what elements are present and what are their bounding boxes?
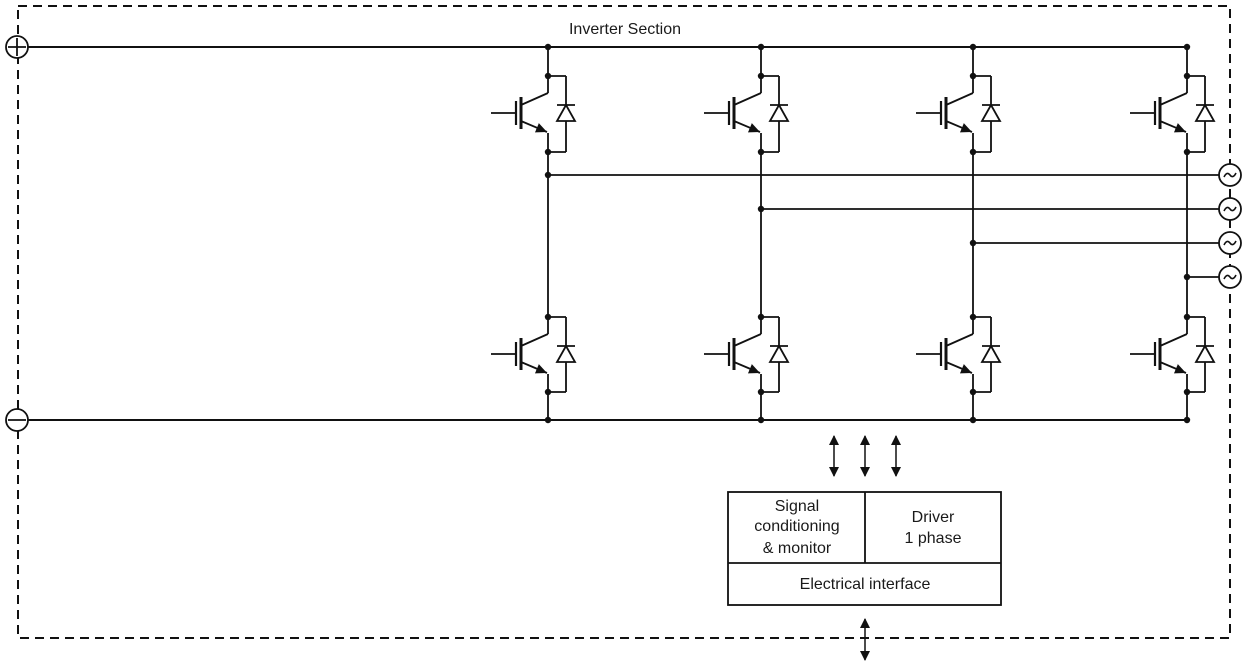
upper-igbt-3 — [916, 72, 1002, 156]
phase-leg-4 — [1183, 43, 1219, 424]
upper-igbt-2 — [704, 72, 790, 156]
driver-block: Driver 1 phase — [905, 509, 962, 547]
signal-conditioning-block: Signal conditioning & monitor — [754, 498, 839, 557]
section-boundary — [17, 5, 1231, 639]
lower-igbt-2 — [704, 313, 790, 396]
lower-igbt-4 — [1130, 313, 1216, 396]
electrical-interface-label: Electrical interface — [800, 576, 931, 593]
phase-legs — [491, 43, 1242, 424]
control-block: Signal conditioning & monitor Driver 1 p… — [727, 491, 1002, 606]
upper-igbt-1 — [491, 72, 577, 156]
ac-output-terminal-2[interactable] — [1218, 197, 1242, 221]
phase-leg-1 — [544, 43, 1219, 424]
ac-output-terminal-1[interactable] — [1218, 163, 1242, 187]
upper-igbt-4 — [1130, 72, 1216, 156]
positive-terminal[interactable] — [5, 35, 29, 59]
driver-label-line1: Driver — [912, 509, 955, 526]
phase-leg-2 — [757, 43, 1219, 424]
signal-label-line2: conditioning — [754, 518, 839, 535]
negative-terminal[interactable] — [5, 408, 29, 432]
driver-label-line2: 1 phase — [905, 530, 962, 547]
lower-igbt-1 — [491, 313, 577, 396]
lower-igbt-3 — [916, 313, 1002, 396]
ac-output-terminal-4[interactable] — [1218, 265, 1242, 289]
ac-output-terminal-3[interactable] — [1218, 231, 1242, 255]
signal-label-line3: & monitor — [763, 540, 832, 557]
phase-leg-3 — [969, 43, 1219, 424]
section-title: Inverter Section — [569, 21, 681, 38]
signal-label-line1: Signal — [775, 498, 819, 515]
bus-arrows — [829, 435, 901, 477]
